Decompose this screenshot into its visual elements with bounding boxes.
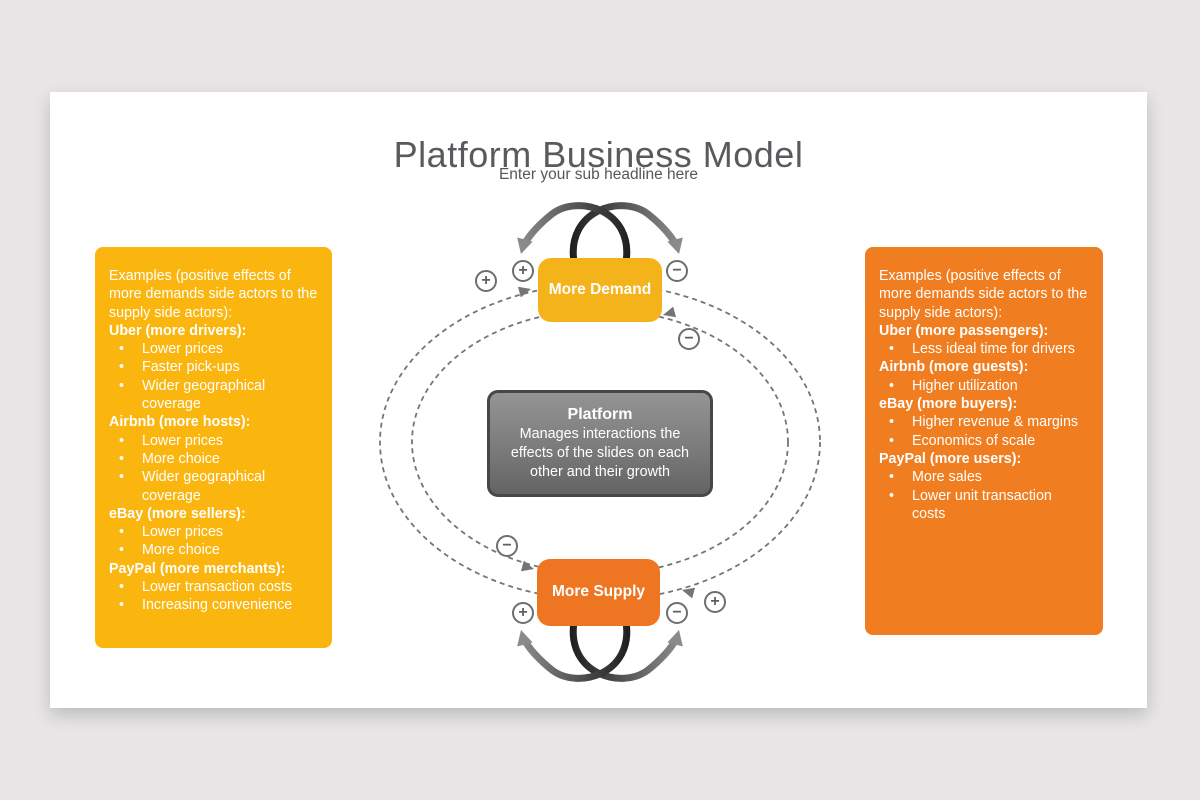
bullet-list: Lower prices More choice Wider geographi… [109, 432, 318, 505]
plus-sign-icon: + [512, 602, 534, 624]
section-heading: Uber (more drivers): [109, 322, 247, 339]
platform-node: Platform Manages interactions the effect… [487, 390, 713, 497]
bullet-item: Higher utilization [879, 377, 1089, 396]
page-title: Platform Business Model [393, 134, 804, 176]
bullet-item: Wider geographical coverage [109, 377, 318, 414]
platform-description: Manages interactions the effects of the … [510, 426, 690, 480]
plus-sign-icon: + [704, 591, 726, 613]
section-heading: eBay (more sellers): [109, 505, 246, 522]
bullet-item: Lower unit transaction costs [879, 487, 1089, 524]
bullet-item: Economics of scale [879, 432, 1089, 451]
bullet-item: Increasing convenience [109, 596, 318, 615]
slide: Platform Business Model Enter your sub h… [50, 92, 1147, 708]
bullet-list: Lower transaction costs Increasing conve… [109, 578, 318, 615]
more-demand-node: More Demand [538, 258, 662, 322]
plus-sign-icon: + [512, 260, 534, 282]
bullet-item: More choice [109, 541, 318, 560]
bullet-item: Lower prices [109, 523, 318, 542]
bottom-loop-arrowheads [517, 630, 683, 647]
section-heading: PayPal (more users): [879, 450, 1022, 467]
panel-intro: Examples (positive effects of more deman… [109, 268, 318, 321]
bullet-list: Less ideal time for drivers [879, 340, 1089, 359]
bullet-list: More sales Lower unit transaction costs [879, 468, 1089, 523]
bullet-list: Lower prices More choice [109, 523, 318, 560]
minus-sign-icon: − [666, 602, 688, 624]
bullet-item: More sales [879, 468, 1089, 487]
bullet-item: Wider geographical coverage [109, 468, 318, 505]
bullet-item: Lower transaction costs [109, 578, 318, 597]
right-examples-panel: Examples (positive effects of more deman… [865, 247, 1103, 635]
more-supply-node: More Supply [537, 559, 660, 626]
bullet-item: Lower prices [109, 340, 318, 359]
bottom-loop-arrows [521, 618, 679, 682]
page-subtitle: Enter your sub headline here [498, 166, 699, 183]
minus-sign-icon: − [496, 535, 518, 557]
loop-arrowheads [517, 286, 696, 599]
minus-sign-icon: − [666, 260, 688, 282]
section-heading: Airbnb (more hosts): [109, 414, 251, 431]
plus-sign-icon: + [475, 270, 497, 292]
bullet-item: Less ideal time for drivers [879, 340, 1089, 359]
bullet-item: Lower prices [109, 432, 318, 451]
bullet-item: More choice [109, 450, 318, 469]
section-heading: Uber (more passengers): [879, 322, 1049, 339]
bullet-list: Lower prices Faster pick-ups Wider geogr… [109, 340, 318, 413]
bullet-list: Higher revenue & margins Economics of sc… [879, 413, 1089, 450]
left-examples-panel: Examples (positive effects of more deman… [95, 247, 332, 648]
section-heading: eBay (more buyers): [879, 396, 1018, 413]
platform-title: Platform [567, 406, 633, 424]
bullet-item: Higher revenue & margins [879, 413, 1089, 432]
minus-sign-icon: − [678, 328, 700, 350]
section-heading: Airbnb (more guests): [879, 359, 1029, 376]
bullet-item: Faster pick-ups [109, 358, 318, 377]
bullet-list: Higher utilization [879, 377, 1089, 396]
panel-intro: Examples (positive effects of more deman… [879, 268, 1088, 321]
section-heading: PayPal (more merchants): [109, 560, 286, 577]
top-loop-arrowheads [517, 237, 683, 254]
top-loop-arrows [521, 202, 679, 266]
more-supply-label: More Supply [551, 583, 645, 601]
more-demand-label: More Demand [548, 280, 652, 298]
